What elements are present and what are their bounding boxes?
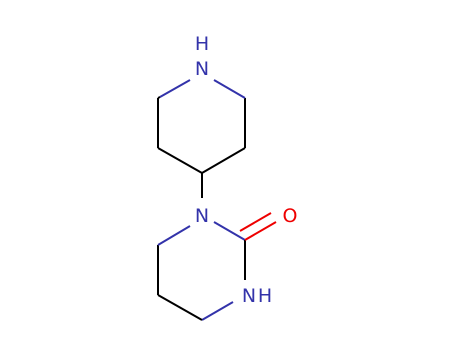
bond-c4-c5 (201, 147, 246, 174)
bond-n1-c2 (159, 79, 191, 98)
bond-co-2 (239, 212, 272, 232)
atom-label-piperidine-n: N (195, 58, 209, 80)
atom-label-piperidine-h: H (195, 33, 209, 55)
bond-c3-c4 (157, 147, 203, 174)
bond-nh-c4r (201, 301, 234, 321)
bond-n-c2r (213, 221, 246, 241)
bond-co-1 (244, 221, 277, 241)
bond-n1-c2b (157, 96, 161, 99)
atom-label-ring-n: N (195, 205, 209, 227)
bond-c4r-c5r (157, 294, 203, 321)
bond-c6r-n (157, 225, 191, 246)
atom-label-oxygen: O (283, 205, 298, 227)
atom-label-amide-n: N (242, 285, 256, 307)
atom-label-amide-h: H (258, 285, 272, 307)
bond-c6-n1 (213, 79, 246, 99)
